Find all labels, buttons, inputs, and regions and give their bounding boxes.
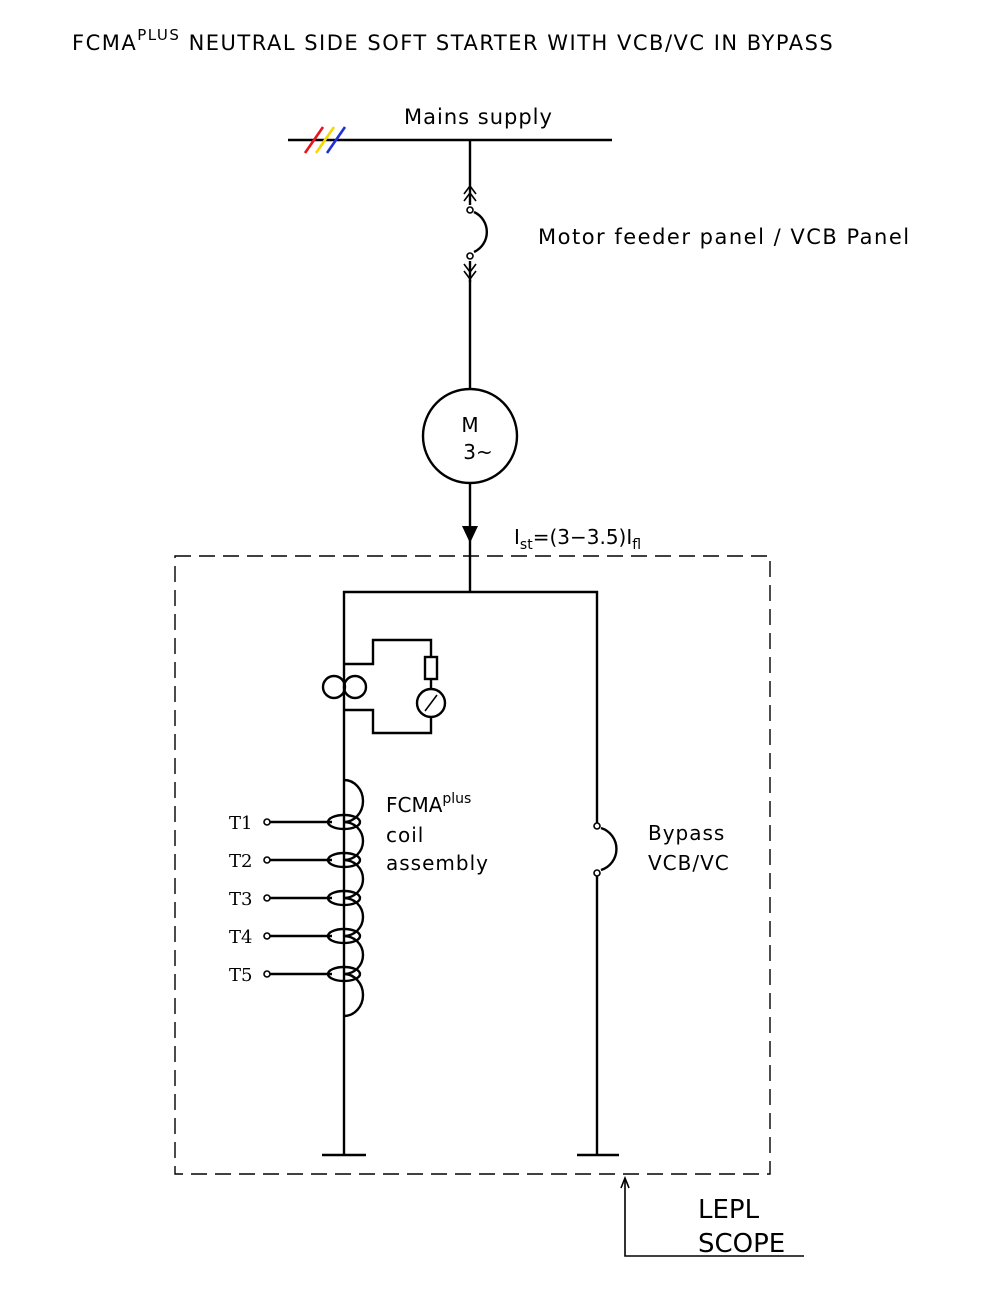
tap-label: T2 bbox=[229, 851, 252, 872]
tap-loop bbox=[326, 813, 362, 831]
coil-tap-2: T2 bbox=[229, 851, 362, 872]
tap-loop bbox=[326, 965, 362, 983]
tap-loop bbox=[326, 889, 362, 907]
tap-label: T5 bbox=[229, 965, 252, 986]
motor-label-m: M bbox=[461, 413, 478, 437]
coil-tap-1: T1 bbox=[229, 813, 362, 834]
coil-label-line3: assembly bbox=[386, 851, 489, 875]
diagram-title: FCMAPLUS NEUTRAL SIDE SOFT STARTER WITH … bbox=[72, 26, 834, 55]
fcma-coil bbox=[343, 778, 365, 1018]
internal-bus bbox=[342, 590, 599, 1155]
current-transformer bbox=[321, 674, 368, 700]
coil-tap-3: T3 bbox=[229, 889, 362, 910]
burden-resistor bbox=[423, 655, 439, 681]
scope-label-line1: LEPL bbox=[698, 1195, 760, 1225]
scope-leader-arrow bbox=[620, 1175, 630, 1189]
coil-tap-4: T4 bbox=[229, 927, 362, 948]
coil-tap-5: T5 bbox=[229, 965, 362, 986]
tap-loop bbox=[326, 927, 362, 945]
tap-label: T4 bbox=[229, 927, 252, 948]
tap-terminal bbox=[263, 970, 271, 978]
tap-loop bbox=[326, 851, 362, 869]
feeder-breaker bbox=[463, 140, 488, 389]
tap-terminal bbox=[263, 932, 271, 940]
coil-label-line2: coil bbox=[386, 823, 424, 847]
tap-label: T1 bbox=[229, 813, 252, 834]
feeder-panel-label: Motor feeder panel / VCB Panel bbox=[538, 225, 911, 249]
three-phase-marks bbox=[303, 126, 347, 154]
tap-terminal bbox=[263, 894, 271, 902]
starting-current-label: Ist=(3−3.5)Ifl bbox=[514, 525, 641, 553]
tap-terminal bbox=[263, 856, 271, 864]
mains-supply-label: Mains supply bbox=[404, 105, 553, 129]
current-arrow bbox=[462, 526, 478, 543]
relay-needle bbox=[424, 694, 438, 712]
bypass-breaker bbox=[593, 822, 618, 1155]
ct-secondary-top bbox=[344, 638, 433, 666]
lepl-scope-boundary bbox=[174, 555, 771, 1175]
bypass-label-line1: Bypass bbox=[648, 821, 725, 845]
scope-label-line2: SCOPE bbox=[698, 1229, 785, 1259]
bypass-label-line2: VCB/VC bbox=[648, 851, 730, 875]
ct-secondary-bottom bbox=[344, 708, 433, 735]
coil-title: FCMAplus bbox=[386, 791, 471, 817]
tap-label: T3 bbox=[229, 889, 252, 910]
motor-label-phase: 3~ bbox=[463, 440, 492, 464]
scope-leader bbox=[624, 1178, 804, 1257]
tap-terminal bbox=[263, 818, 271, 826]
